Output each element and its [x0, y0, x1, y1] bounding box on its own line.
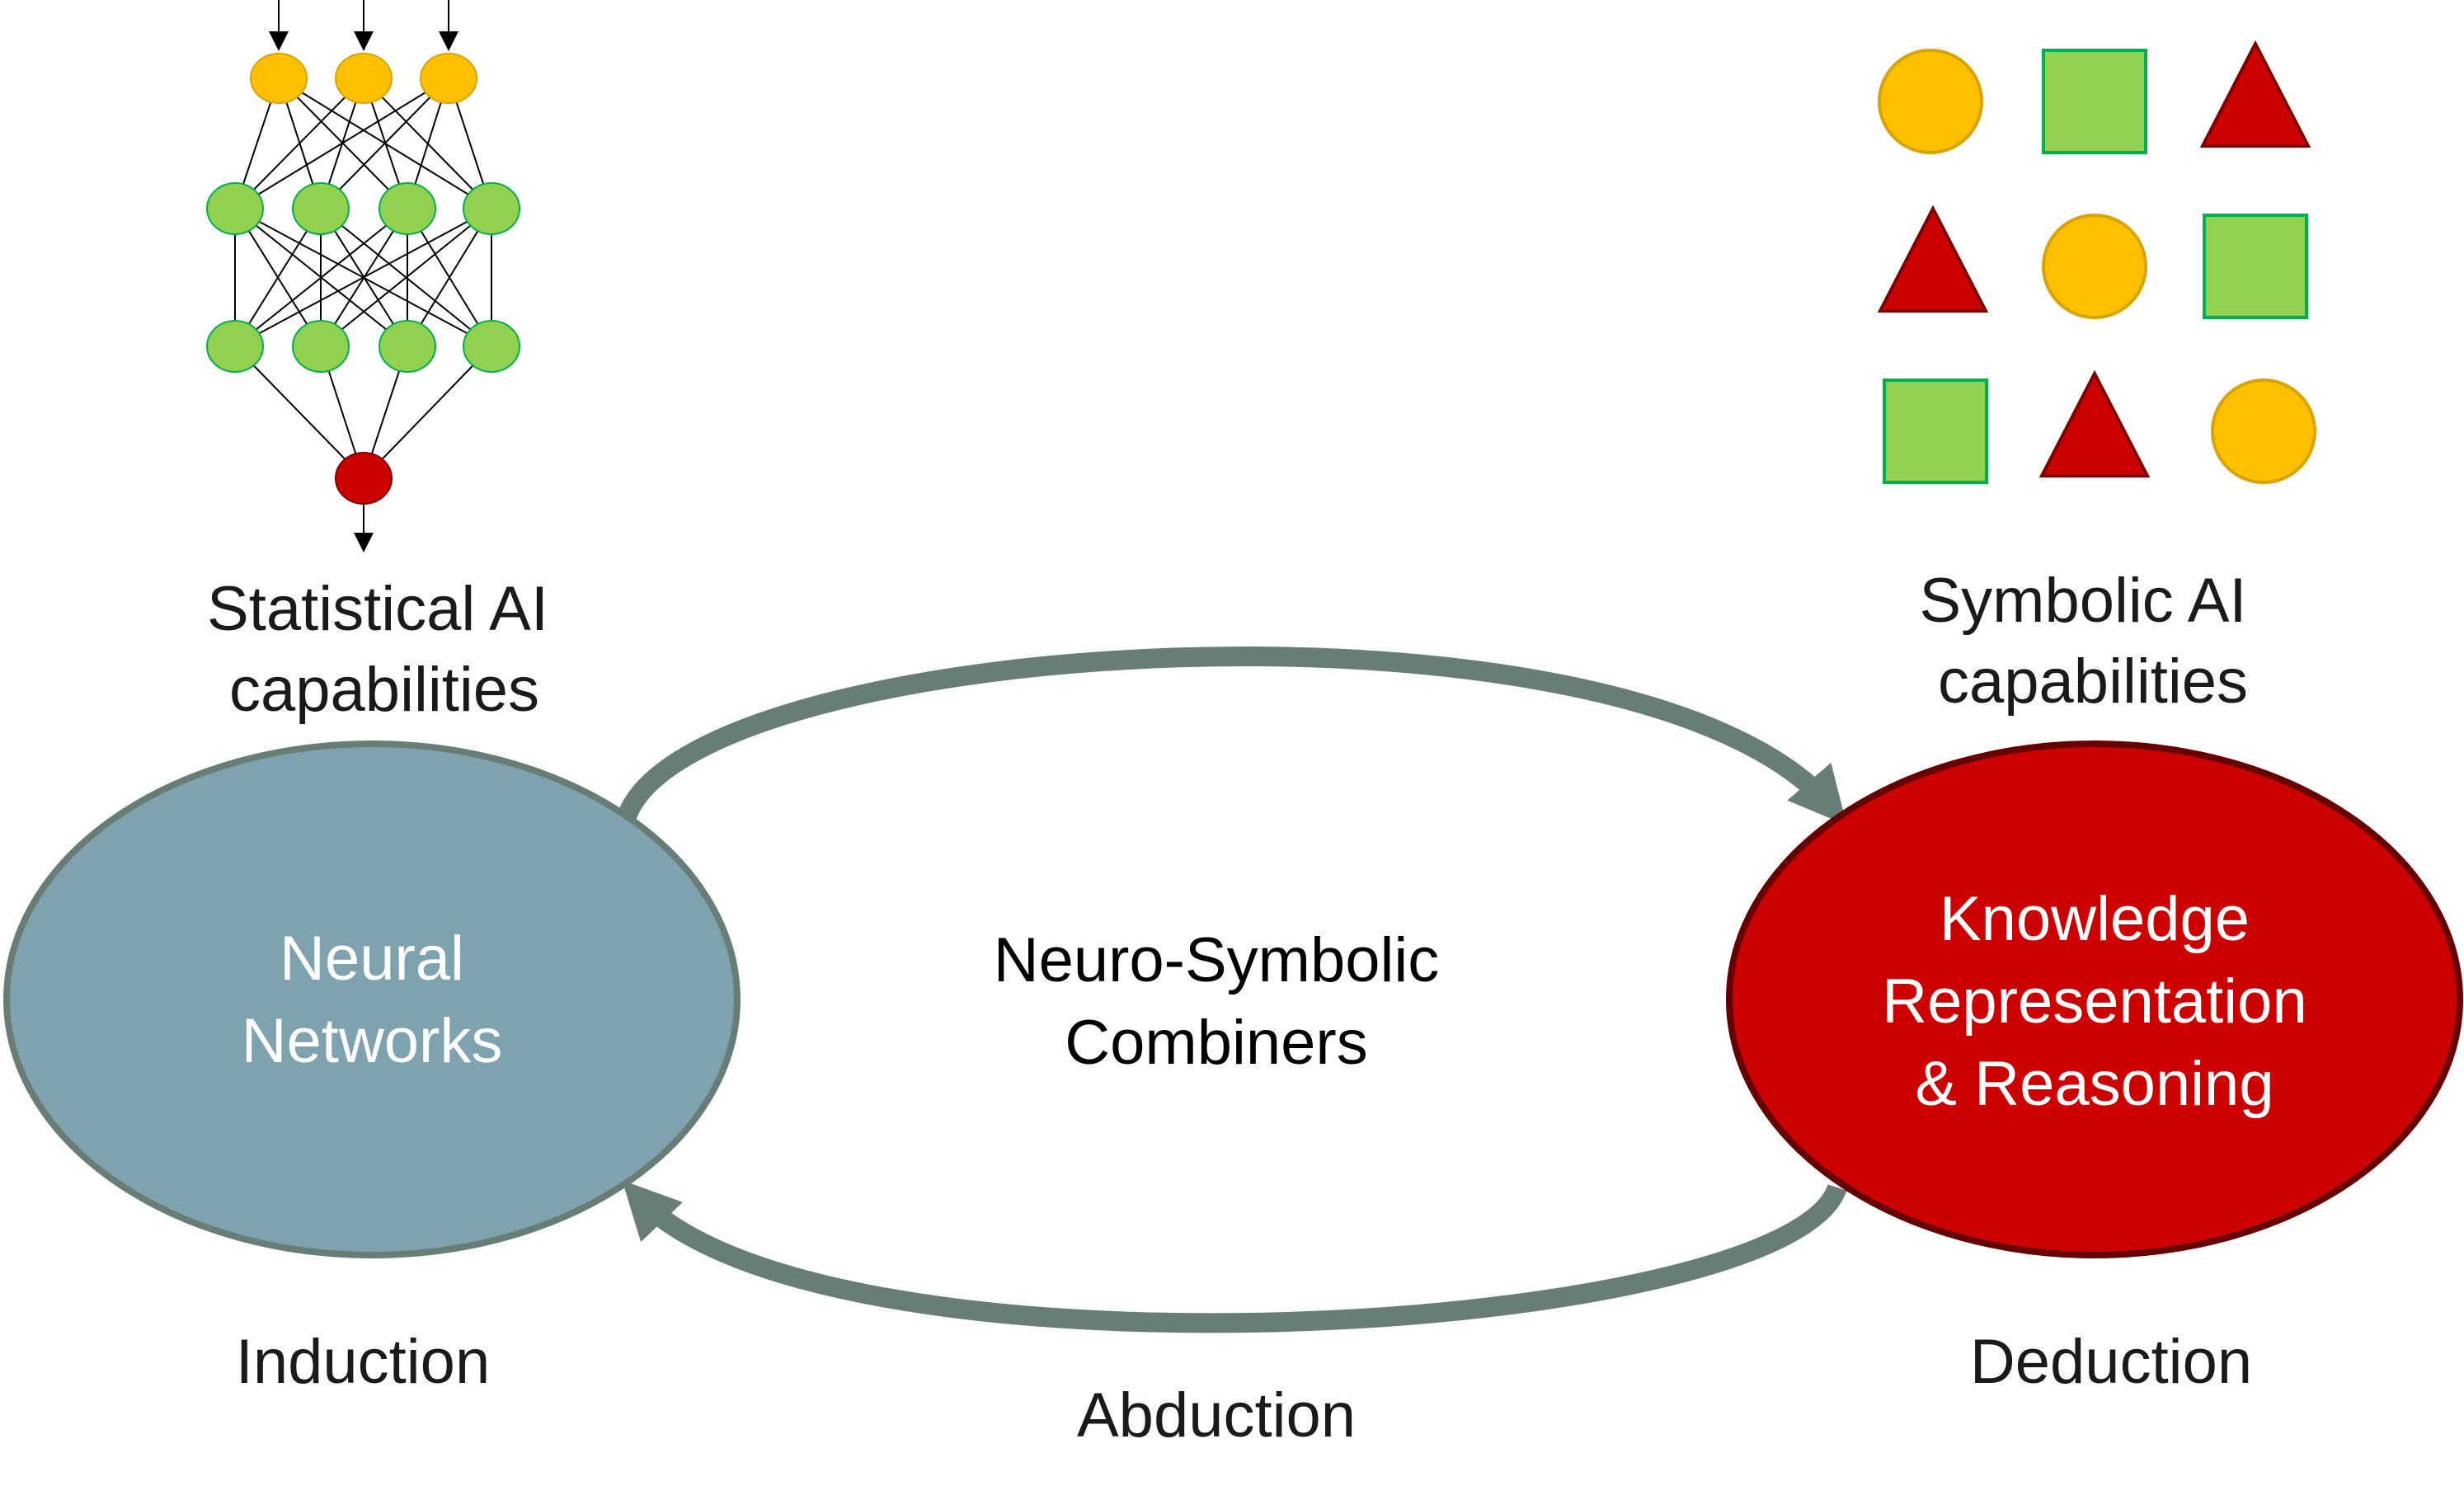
abduction-label: Abduction [1077, 1380, 1356, 1451]
nn-neuron [206, 320, 264, 373]
statistical-caption-1: Statistical AI [207, 574, 548, 644]
nn-neuron [206, 182, 264, 235]
kr-node-label-2: Representation [1882, 966, 2306, 1037]
deduction-label: Deduction [1970, 1327, 2252, 1397]
kr-node-label-3: & Reasoning [1915, 1049, 2274, 1119]
circle-shape [1878, 49, 1983, 154]
center-label-1: Neuro-Symbolic [994, 925, 1440, 995]
nn-neuron [379, 320, 436, 373]
nn-edge [320, 208, 492, 347]
nn-edge [234, 346, 364, 479]
center-label-2: Combiners [1065, 1008, 1367, 1078]
triangle-shape [2199, 40, 2311, 148]
neural-node-label-2: Networks [242, 1006, 503, 1076]
symbolic-caption-2: capabilities [1938, 647, 2248, 717]
nn-neuron [292, 320, 350, 373]
square-shape [2203, 214, 2308, 319]
nn-edge [234, 208, 408, 347]
nn-edge [234, 208, 492, 347]
nn-edge [320, 78, 449, 209]
nn-neuron [250, 53, 308, 104]
top-arrow [617, 647, 1847, 825]
bottom-arrow [622, 1180, 1847, 1333]
nn-edge [234, 78, 449, 209]
neural-node-label-1: Neural [280, 924, 464, 994]
nn-edge [234, 78, 364, 209]
nn-neuron [335, 452, 393, 505]
neural-network-icon [206, 0, 520, 553]
kr-node-label-1: Knowledge [1940, 884, 2250, 954]
knowledge-representation-node [1726, 741, 2463, 1258]
symbol-shapes-icon [1877, 40, 2316, 484]
nn-edges [234, 78, 492, 479]
circle-shape [2211, 379, 2316, 484]
triangle-shape [2038, 369, 2151, 477]
statistical-caption-2: capabilities [229, 655, 539, 725]
nn-neuron [292, 182, 350, 235]
triangle-shape [1877, 205, 1989, 313]
nn-edge [363, 346, 492, 479]
nn-neuron [420, 53, 477, 104]
neural-networks-node [3, 741, 741, 1258]
nn-neuron [379, 182, 436, 235]
nn-neuron [335, 53, 393, 104]
induction-label: Induction [236, 1327, 490, 1397]
square-shape [1883, 379, 1988, 484]
nn-neuron [463, 320, 520, 373]
symbolic-caption-1: Symbolic AI [1919, 566, 2246, 636]
square-shape [2042, 49, 2147, 154]
nn-neuron [463, 182, 520, 235]
circle-shape [2042, 214, 2147, 319]
